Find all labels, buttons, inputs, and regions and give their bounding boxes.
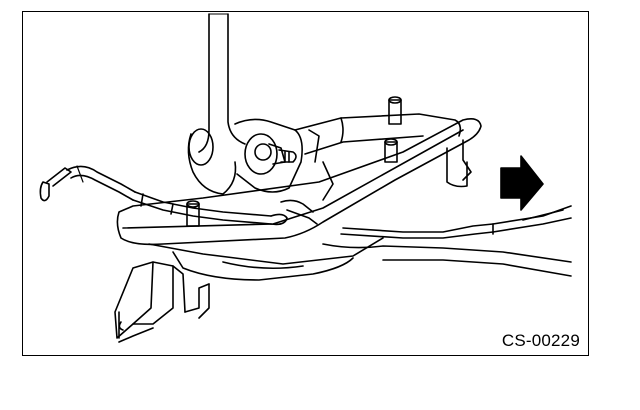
arrow-right-icon — [500, 155, 544, 211]
support-arm — [294, 113, 462, 201]
lower-bracket — [114, 261, 210, 343]
brake-cable — [39, 165, 572, 239]
lever-rod — [198, 13, 246, 153]
mounting-stud — [186, 96, 402, 227]
figure-code: CS-00229 — [501, 331, 580, 350]
mounting-plate — [116, 118, 482, 246]
illustration-frame: CS-00229 — [22, 11, 589, 356]
parking-brake-cable-illustration — [39, 13, 572, 343]
crossmember — [148, 237, 572, 281]
lever-hub — [187, 118, 303, 195]
